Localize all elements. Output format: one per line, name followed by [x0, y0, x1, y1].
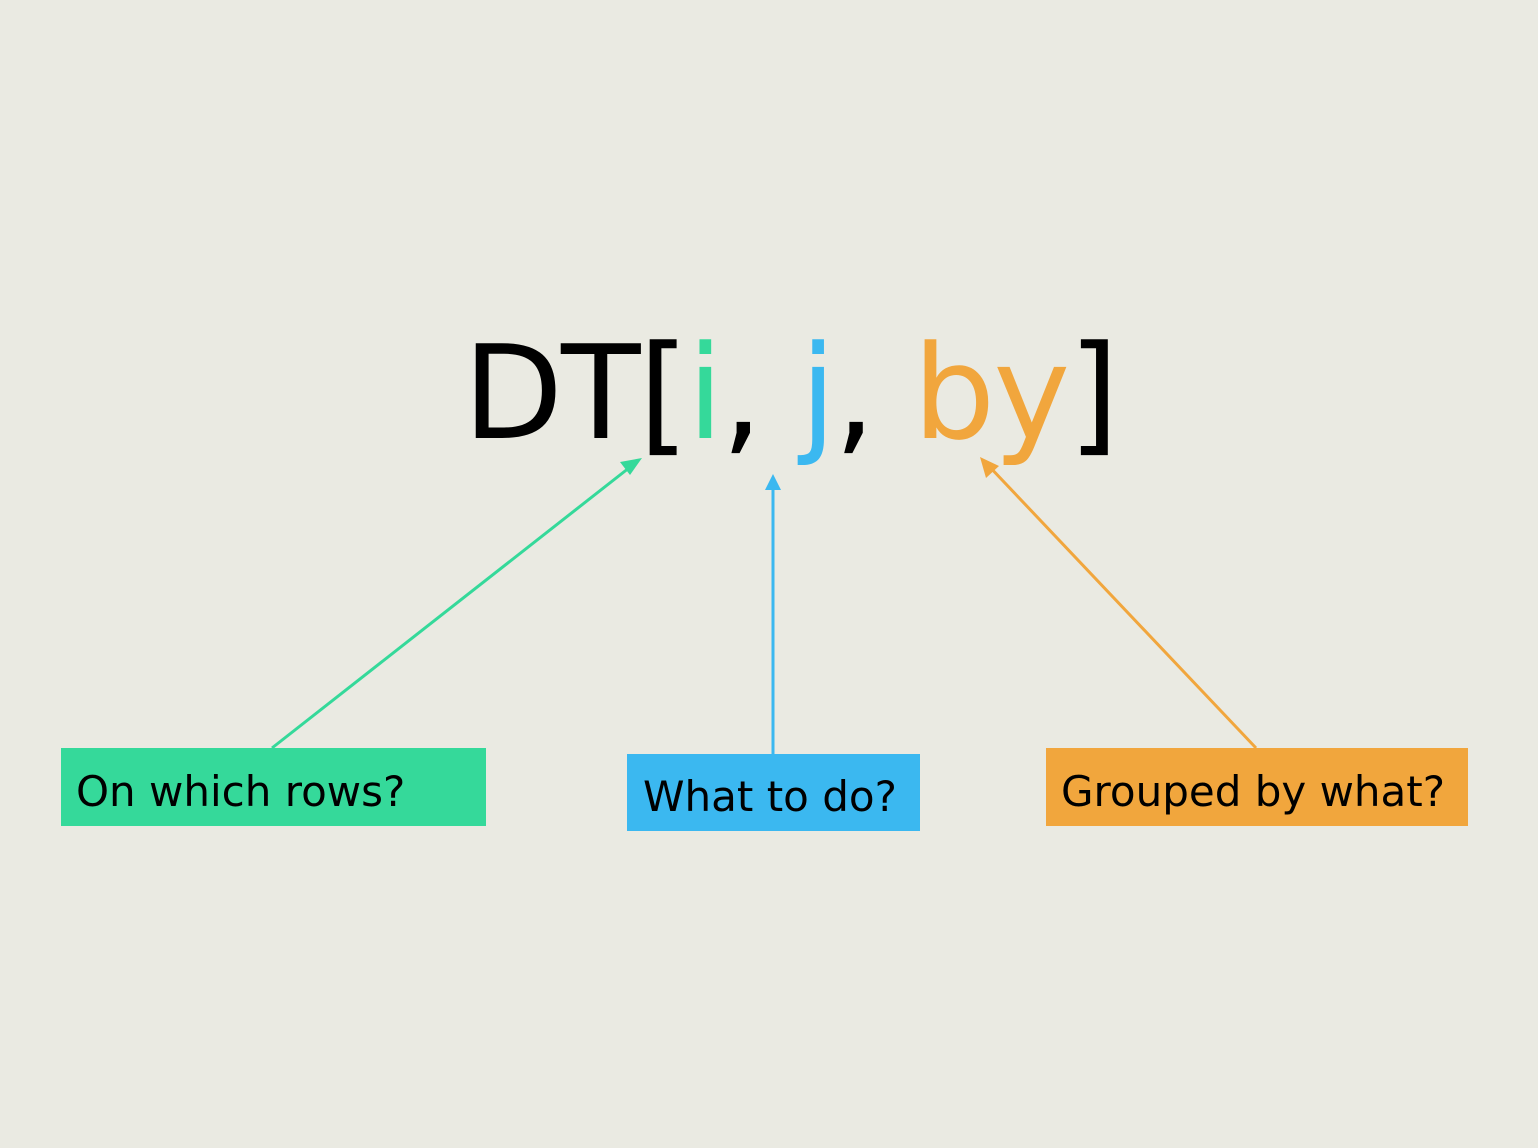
arrow-do: [765, 474, 781, 754]
formula-i: i: [687, 317, 723, 469]
formula-by: by: [912, 317, 1070, 469]
rows-label-text: On which rows?: [76, 766, 406, 816]
arrow-group-line: [984, 461, 1258, 750]
formula-suffix: ]: [1068, 317, 1119, 469]
arrow-rows-line: [271, 462, 635, 750]
arrow-do-head: [765, 474, 781, 490]
group-label-box: Grouped by what?: [1046, 748, 1468, 826]
group-label-text: Grouped by what?: [1061, 766, 1446, 816]
formula-separator-2: ,: [834, 317, 913, 469]
formula-prefix: DT[: [463, 317, 689, 469]
do-label-text: What to do?: [643, 772, 897, 821]
arrow-rows: [271, 458, 642, 750]
rows-label-box: On which rows?: [61, 748, 486, 826]
arrow-group-head: [980, 457, 999, 478]
formula-j: j: [800, 317, 836, 469]
do-label-box: What to do?: [627, 754, 920, 831]
formula: DT[i, j, by]: [463, 317, 1119, 469]
arrow-group: [980, 457, 1258, 750]
formula-separator-1: ,: [721, 317, 801, 469]
arrow-rows-head: [620, 458, 642, 475]
